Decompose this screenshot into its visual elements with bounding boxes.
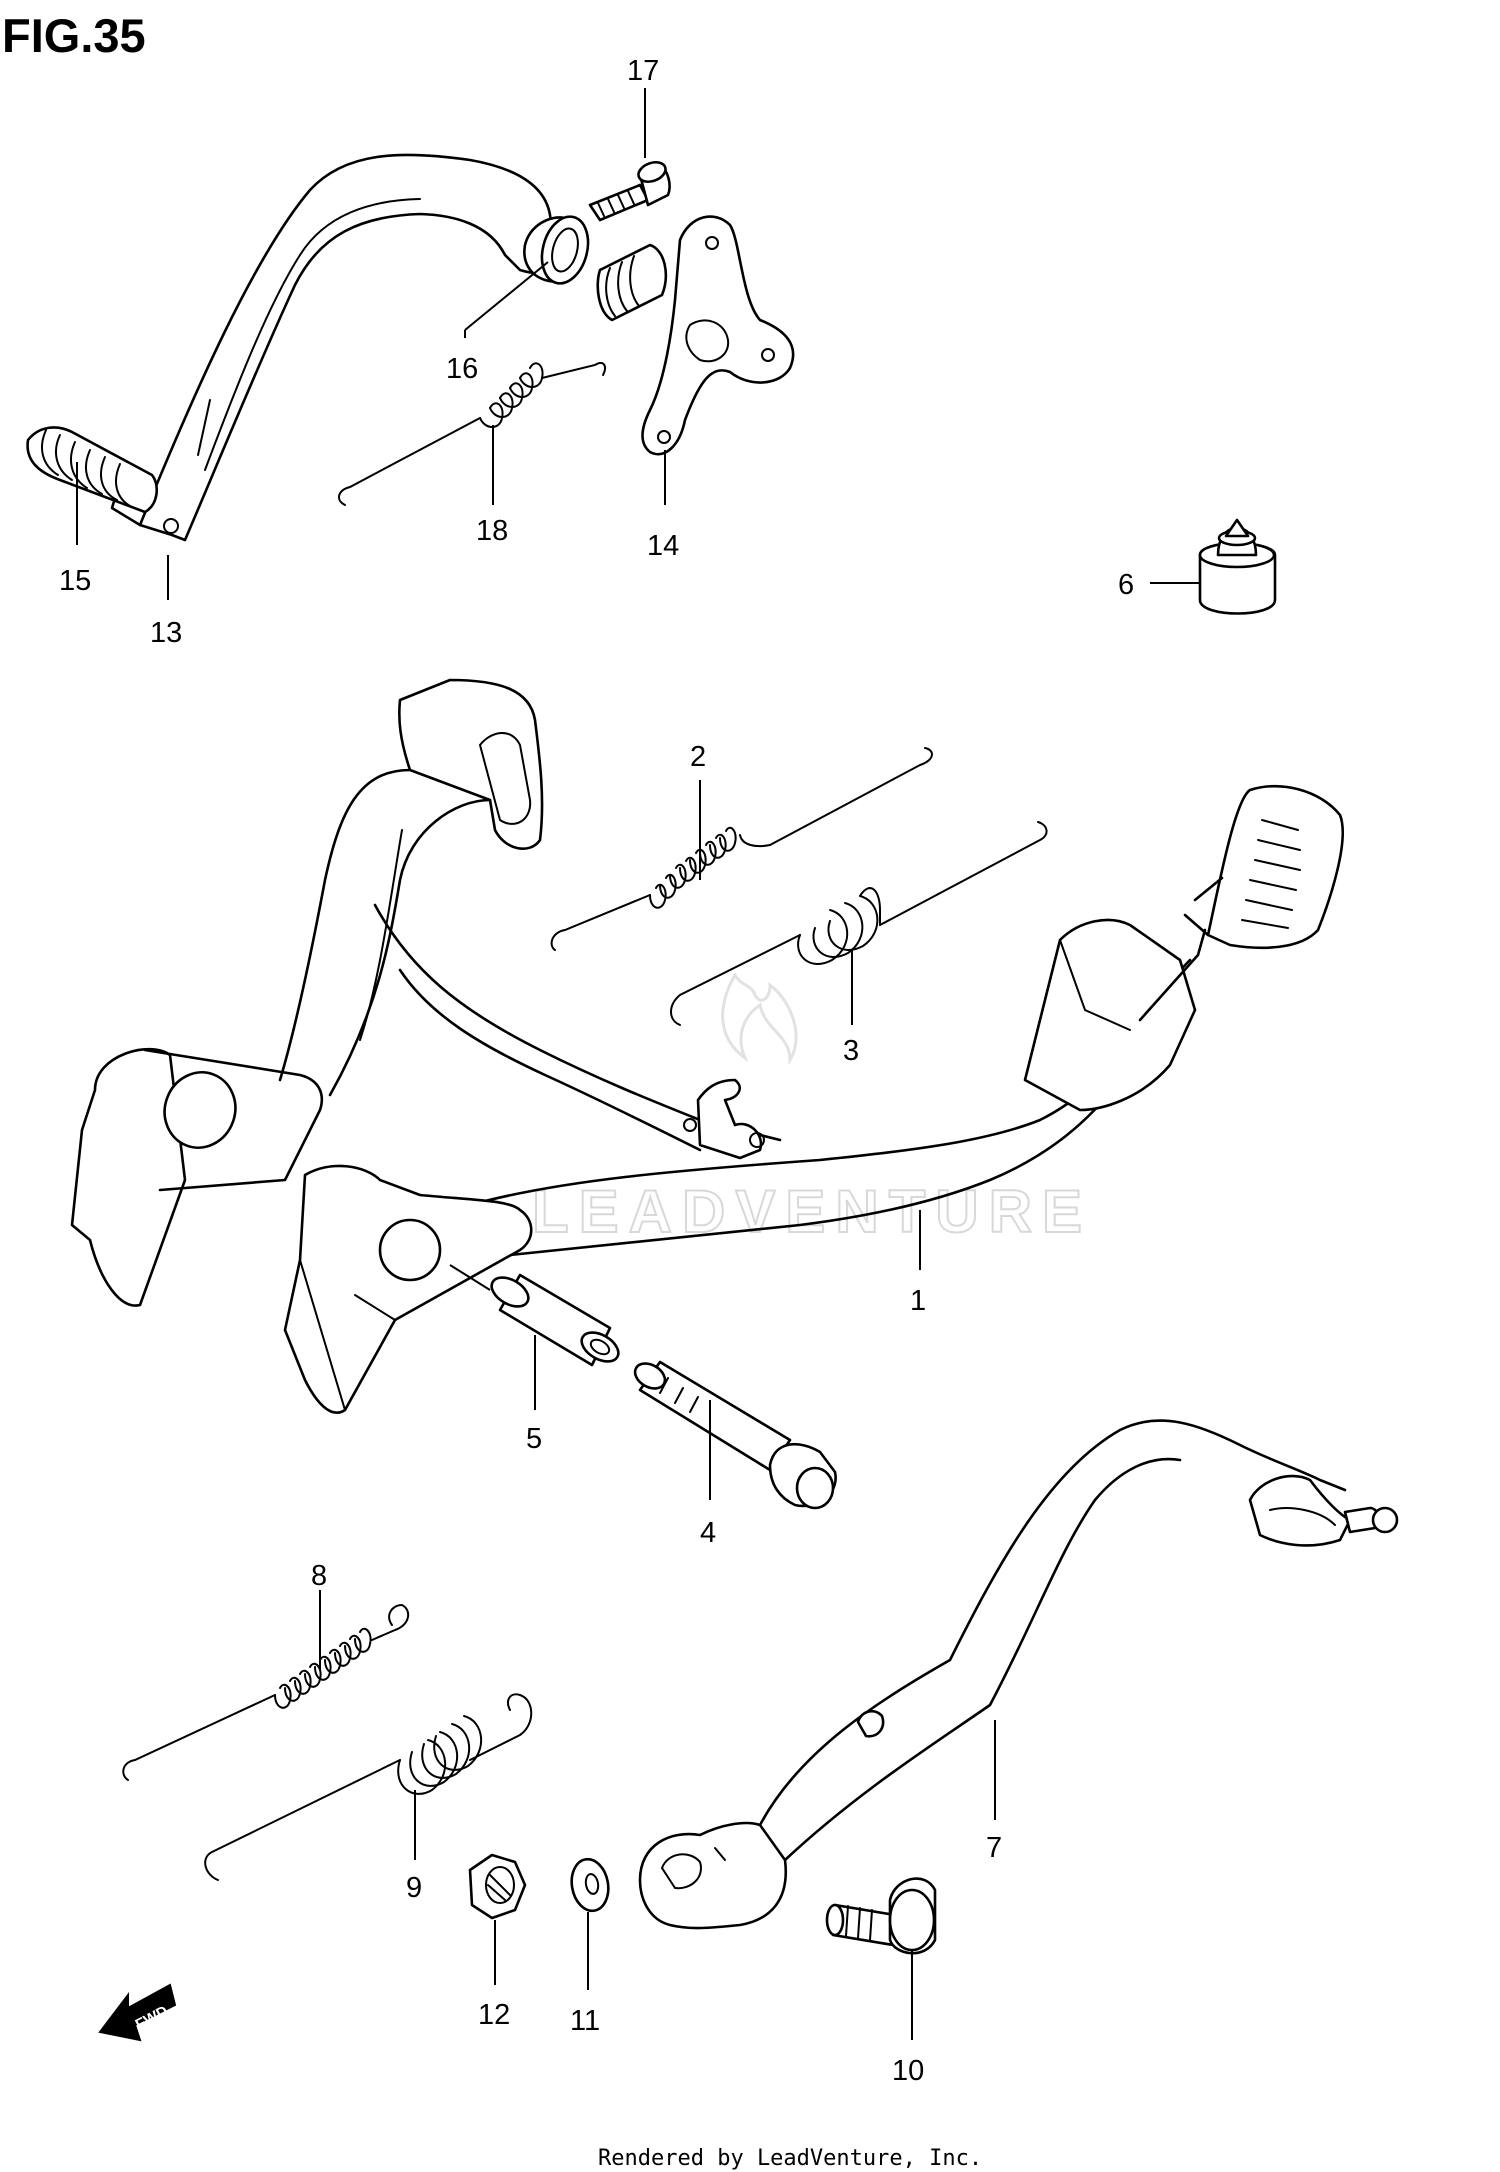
- callouts: 17 16 18 14 15 13 6 2 3 1 5 4 8 9 7 12 1…: [59, 55, 1134, 2087]
- callout-5: 5: [526, 1423, 542, 1455]
- callout-14: 14: [647, 530, 679, 562]
- leader-lines: [76, 88, 1200, 2040]
- part-13-shift-lever: [110, 153, 558, 542]
- callout-15: 15: [59, 565, 91, 597]
- callout-6: 6: [1118, 569, 1134, 601]
- part-10-bolt: [825, 1877, 937, 1955]
- part-7-brake-pedal: [638, 1419, 1399, 1930]
- callout-18: 18: [476, 515, 508, 547]
- callout-16: 16: [446, 353, 478, 385]
- callout-3: 3: [843, 1035, 859, 1067]
- part-1-center-stand: [70, 678, 1344, 1414]
- part-14-shift-shaft-plate: [596, 215, 795, 456]
- callout-4: 4: [700, 1517, 716, 1549]
- figure-title: FIG.35: [2, 9, 146, 62]
- fwd-arrow-icon: FWD: [98, 1983, 177, 2042]
- part-4-pivot-bolt: [633, 1360, 837, 1510]
- callout-2: 2: [690, 741, 706, 773]
- part-3-torsion-spring: [670, 821, 1048, 1026]
- part-18-spring: [338, 362, 606, 506]
- part-9-torsion-spring: [204, 1693, 533, 1881]
- callout-17: 17: [627, 55, 659, 87]
- callout-11: 11: [570, 2005, 600, 2037]
- part-15-footpeg-rubber: [26, 426, 159, 514]
- footer-credit: Rendered by LeadVenture, Inc.: [598, 2146, 982, 2171]
- part-16-bushing: [523, 215, 590, 285]
- part-12-nut: [468, 1853, 527, 1920]
- callout-12: 12: [478, 1999, 510, 2031]
- part-6-stopper: [1198, 518, 1277, 615]
- part-2-spring: [550, 747, 933, 951]
- watermark: LEADVENTURE: [531, 971, 1092, 1246]
- callout-13: 13: [150, 617, 182, 649]
- part-11-washer: [570, 1857, 610, 1913]
- callout-7: 7: [986, 1832, 1002, 1864]
- part-17-bolt: [588, 160, 671, 222]
- part-5-pivot-sleeve: [490, 1273, 620, 1367]
- part-8-spring: [122, 1603, 410, 1781]
- callout-1: 1: [910, 1285, 926, 1317]
- callout-10: 10: [892, 2055, 924, 2087]
- callout-9: 9: [406, 1872, 422, 1904]
- callout-8: 8: [311, 1560, 327, 1592]
- watermark-text: LEADVENTURE: [532, 1178, 1092, 1245]
